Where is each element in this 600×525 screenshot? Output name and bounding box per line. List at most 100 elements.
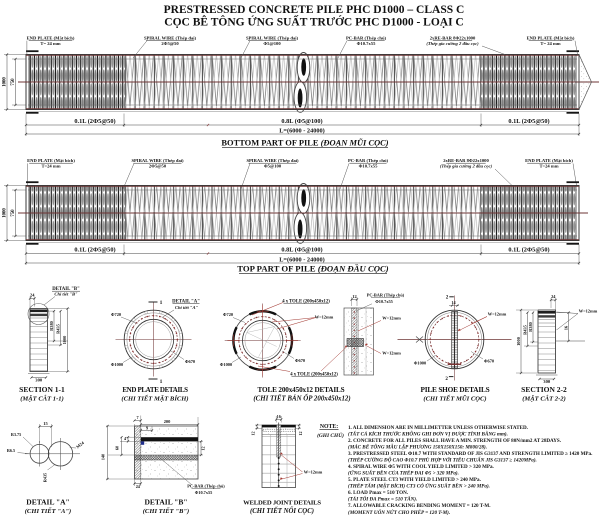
svg-text:SPIRAL WIRE (Thép đai): SPIRAL WIRE (Thép đai) [131,158,184,163]
svg-text:W=12mm: W=12mm [382,351,401,356]
svg-text:16: 16 [563,325,568,330]
svg-text:300: 300 [543,379,551,384]
svg-text:Φ670: Φ670 [484,359,495,364]
svg-text:BOTTOM PART OF PILE (ĐOẠN MŨI: BOTTOM PART OF PILE (ĐOẠN MŨI CỌC) [221,138,388,148]
svg-text:(THÉP TẤM (MẶT BÍCH) CT3 CÓ ỨN: (THÉP TẤM (MẶT BÍCH) CT3 CÓ ỨNG SUẤT BỀN… [348,482,490,490]
svg-text:CỌC BÊ TÔNG ỨNG SUẤT TRƯỚC PHC: CỌC BÊ TÔNG ỨNG SUẤT TRƯỚC PHC D1000 - L… [164,14,463,29]
svg-text:TOP PART OF PILE (ĐOẠN ĐẦU CỌC: TOP PART OF PILE (ĐOẠN ĐẦU CỌC) [237,264,389,274]
svg-text:(CHI TIẾT BẢN ỐP 200x450x12): (CHI TIẾT BẢN ỐP 200x450x12) [253,395,350,403]
svg-text:3. PRESTRESSED STEEL Φ10.7 WIT: 3. PRESTRESSED STEEL Φ10.7 WITH STANDARD… [348,451,593,457]
svg-text:Φ670: Φ670 [185,359,196,364]
svg-text:1000: 1000 [516,336,521,346]
svg-text:2: 2 [446,296,449,301]
svg-text:4. SPIRAL WIRE Φ5 WITH COOL YI: 4. SPIRAL WIRE Φ5 WITH COOL YIELD LIMITE… [348,464,495,470]
svg-text:16: 16 [277,414,281,419]
svg-text:PC-BAR (Thép chủ): PC-BAR (Thép chủ) [367,293,405,298]
svg-text:2Φ5@50: 2Φ5@50 [149,164,167,169]
svg-text:PC-BAR (Thép chủ): PC-BAR (Thép chủ) [187,484,225,489]
svg-text:140: 140 [101,454,106,460]
svg-text:1. ALL DIMENSION ARE IN MILLIM: 1. ALL DIMENSION ARE IN MILLIMETTER UNLE… [348,425,529,431]
svg-text:4 x TOLE (200x450x12): 4 x TOLE (200x450x12) [282,300,330,305]
svg-text:Φ720: Φ720 [223,312,234,317]
svg-text:4 x TOLE (200x450x12): 4 x TOLE (200x450x12) [290,373,338,378]
svg-text:PC-BAR (Thép chủ): PC-BAR (Thép chủ) [346,35,387,40]
svg-text:Φ1000: Φ1000 [111,362,124,367]
svg-text:0.1L (2Φ5@50): 0.1L (2Φ5@50) [74,118,115,125]
svg-text:(MẶT CẮT 1-1): (MẶT CẮT 1-1) [20,395,64,403]
svg-text:750: 750 [11,78,16,86]
svg-text:W=12mm: W=12mm [488,312,507,317]
svg-text:PILE SHOE DETAILS: PILE SHOE DETAILS [420,385,489,394]
svg-text:T=24 mm: T=24 mm [539,164,558,169]
svg-text:7: 7 [136,415,138,420]
svg-text:SECTION 1-1: SECTION 1-1 [19,385,65,394]
svg-text:R380: R380 [49,320,54,331]
svg-text:Φ720: Φ720 [111,312,122,317]
svg-text:END PLATE (Mặt bích): END PLATE (Mặt bích) [27,35,75,40]
svg-text:Φ10.7x55: Φ10.7x55 [357,41,376,46]
svg-text:0.1L (2Φ5@50): 0.1L (2Φ5@50) [508,118,549,125]
svg-text:M24: M24 [75,440,85,450]
svg-text:SPIRAL WIRE (Thép đai): SPIRAL WIRE (Thép đai) [144,35,197,40]
svg-text:24: 24 [30,293,35,298]
svg-text:Φ10.7x55: Φ10.7x55 [375,299,393,304]
svg-text:12: 12 [352,294,356,299]
svg-text:W=12mm: W=12mm [304,470,323,475]
svg-text:24: 24 [551,294,556,299]
svg-text:SECTION 2-2: SECTION 2-2 [521,385,567,394]
svg-text:(THÉP CƯỜNG ĐỘ CAO Φ10.7 PHÙ H: (THÉP CƯỜNG ĐỘ CAO Φ10.7 PHÙ HỢP VỚI TIÊ… [348,456,537,464]
svg-text:0.8L (Φ5@100): 0.8L (Φ5@100) [281,118,322,125]
svg-text:(Thép gia cường 2 đầu cọc): (Thép gia cường 2 đầu cọc) [426,41,479,46]
svg-text:2Φ5@50: 2Φ5@50 [161,41,179,46]
svg-text:R435: R435 [55,323,60,334]
svg-text:6. LOAD Pmax = 510 TON.: 6. LOAD Pmax = 510 TON. [348,490,409,496]
svg-text:(CHI TIẾT MẶT BÍCH): (CHI TIẾT MẶT BÍCH) [121,395,188,403]
svg-text:T= 24 mm: T= 24 mm [540,41,560,46]
svg-text:END PLATE (Mặt bích): END PLATE (Mặt bích) [527,35,575,40]
svg-text:0.1L (2Φ5@50): 0.1L (2Φ5@50) [74,246,115,253]
svg-text:Φ5@100: Φ5@100 [264,164,282,169]
svg-text:(GHI CHÚ): (GHI CHÚ) [317,431,344,439]
svg-text:R435: R435 [522,324,527,335]
svg-text:DETAIL "B": DETAIL "B" [52,287,80,292]
svg-text:L=(6000 - 24000): L=(6000 - 24000) [279,128,325,135]
svg-text:12: 12 [251,431,256,435]
svg-text:0.8L (Φ5@100): 0.8L (Φ5@100) [281,246,322,253]
svg-text:END PLATE (Mặt bích): END PLATE (Mặt bích) [525,158,573,163]
svg-text:1: 1 [160,379,163,385]
svg-text:1: 1 [160,300,163,306]
svg-text:12: 12 [298,431,303,435]
svg-text:TOLE 200x450x12 DETAILS: TOLE 200x450x12 DETAILS [258,386,345,394]
svg-text:DETAIL "A": DETAIL "A" [172,300,200,305]
svg-text:(CHI TIẾT "A"): (CHI TIẾT "A") [25,507,72,515]
svg-text:1000: 1000 [3,208,8,218]
svg-text:5. PLATE STEEL CT3 WITH YIELD: 5. PLATE STEEL CT3 WITH YIELD LIMITED > … [348,477,482,483]
svg-text:Φ10.7x55: Φ10.7x55 [359,164,378,169]
svg-text:DETAIL "B": DETAIL "B" [145,498,188,507]
svg-text:W=12mm: W=12mm [579,309,598,314]
svg-text:60: 60 [115,446,120,450]
svg-text:2: 2 [445,377,448,382]
svg-text:1000: 1000 [3,77,8,87]
svg-text:SPIRAL WIRE (Thép đai): SPIRAL WIRE (Thép đai) [246,35,299,40]
svg-text:2xRE-BAR 8Φ22x1000: 2xRE-BAR 8Φ22x1000 [443,158,489,163]
svg-text:END PLATE DETAILS: END PLATE DETAILS [122,386,188,394]
svg-text:300: 300 [35,377,43,382]
svg-text:(CHI TIẾT MŨI CỌC): (CHI TIẾT MŨI CỌC) [423,395,486,403]
svg-text:(MẶT CẮT 2-2): (MẶT CẮT 2-2) [522,395,566,403]
svg-text:T=24 mm: T=24 mm [41,164,60,169]
svg-text:Chi tiết "A": Chi tiết "A" [175,305,199,310]
svg-text:24: 24 [136,484,141,489]
svg-text:END PLATE (Mặt bích): END PLATE (Mặt bích) [27,158,75,163]
svg-text:Chi tiết "B": Chi tiết "B" [54,292,78,297]
svg-text:(TẢI TỐI ĐA Pmax = 510 TẤN).: (TẢI TỐI ĐA Pmax = 510 TẤN). [348,495,417,503]
svg-text:Φ1000: Φ1000 [220,362,233,367]
svg-text:12: 12 [200,446,205,450]
svg-text:7. ALLOWABLE CRACKING BENDING: 7. ALLOWABLE CRACKING BENDING MOMENT = 1… [348,503,491,509]
svg-text:Φ670: Φ670 [295,358,306,363]
svg-text:4: 4 [124,436,127,441]
svg-text:PC-BAR (Thép chủ): PC-BAR (Thép chủ) [348,158,389,163]
svg-text:W=12mm: W=12mm [382,316,401,321]
svg-text:14: 14 [451,300,456,305]
svg-text:0.1L (2Φ5@50): 0.1L (2Φ5@50) [508,246,549,253]
